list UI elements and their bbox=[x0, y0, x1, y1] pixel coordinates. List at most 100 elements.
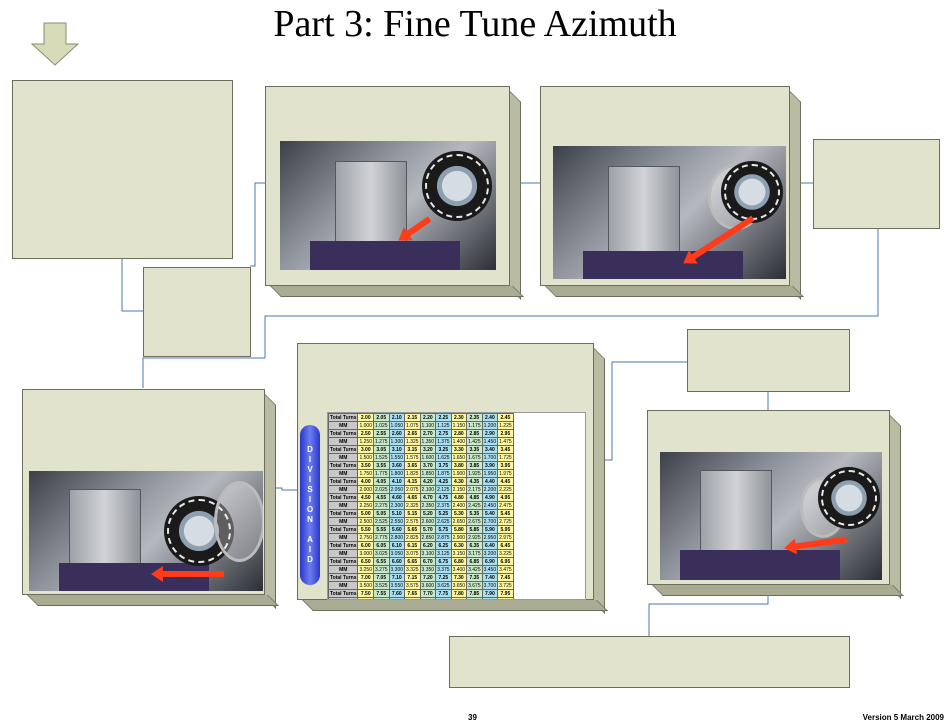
table-cell: 3.15 bbox=[404, 445, 421, 454]
row-label: MM bbox=[328, 453, 359, 462]
table-cell: 6.10 bbox=[388, 541, 406, 550]
table-cell: 6.80 bbox=[450, 557, 468, 566]
division-aid-letter: I bbox=[308, 475, 312, 484]
table-cell: 5.55 bbox=[373, 525, 390, 534]
table-cell: 7.40 bbox=[481, 573, 499, 582]
table-cell: 3.900 bbox=[450, 597, 468, 599]
table-cell: 2.15 bbox=[404, 413, 421, 422]
table-cell: 2.675 bbox=[466, 517, 483, 526]
table-cell: 1.525 bbox=[373, 453, 390, 462]
table-cell: 7.35 bbox=[466, 573, 483, 582]
table-cell: 7.30 bbox=[450, 573, 468, 582]
table-cell: 1.950 bbox=[481, 469, 499, 478]
table-cell: 6.75 bbox=[435, 557, 452, 566]
table-cell: 1.475 bbox=[497, 437, 514, 446]
table-cell: 4.70 bbox=[419, 493, 437, 502]
table-cell: 4.20 bbox=[419, 477, 437, 486]
table-cell: 4.25 bbox=[435, 477, 452, 486]
table-cell: 6.50 bbox=[357, 557, 374, 566]
row-label: Total Turns bbox=[328, 429, 359, 438]
table-cell: 2.450 bbox=[481, 501, 499, 510]
table-cell: 6.30 bbox=[450, 541, 468, 550]
row-label: MM bbox=[328, 485, 359, 494]
table-cell: 1.925 bbox=[466, 469, 483, 478]
row-label: MM bbox=[328, 533, 359, 542]
table-cell: 5.25 bbox=[435, 509, 452, 518]
table-cell: 1.050 bbox=[388, 421, 406, 430]
table-cell: 4.50 bbox=[357, 493, 374, 502]
table-cell: 2.00 bbox=[357, 413, 374, 422]
table-cell: 1.575 bbox=[404, 453, 421, 462]
text-box-bottom bbox=[449, 636, 850, 688]
table-cell: 3.100 bbox=[419, 549, 437, 558]
table-cell: 2.700 bbox=[481, 517, 499, 526]
table-cell: 1.900 bbox=[450, 469, 468, 478]
table-cell: 2.45 bbox=[497, 413, 514, 422]
table-cell: 3.90 bbox=[481, 461, 499, 470]
table-cell: 4.85 bbox=[466, 493, 483, 502]
table-cell: 1.175 bbox=[466, 421, 483, 430]
table-cell: 2.90 bbox=[481, 429, 499, 438]
table-cell: 3.400 bbox=[450, 565, 468, 574]
table-cell: 5.35 bbox=[466, 509, 483, 518]
table-cell: 6.60 bbox=[388, 557, 406, 566]
table-cell: 3.300 bbox=[388, 565, 406, 574]
table-cell: 1.825 bbox=[404, 469, 421, 478]
table-cell: 2.075 bbox=[404, 485, 421, 494]
table-cell: 3.650 bbox=[450, 581, 468, 590]
table-cell: 3.975 bbox=[497, 597, 514, 599]
table-cell: 2.100 bbox=[419, 485, 437, 494]
table-cell: 1.775 bbox=[373, 469, 390, 478]
table-cell: 2.300 bbox=[388, 501, 406, 510]
step-photo-5 bbox=[660, 452, 882, 580]
table-cell: 3.275 bbox=[373, 565, 390, 574]
table-cell: 7.75 bbox=[435, 589, 452, 598]
table-cell: 2.475 bbox=[497, 501, 514, 510]
table-cell: 2.875 bbox=[435, 533, 452, 542]
table-cell: 7.80 bbox=[450, 589, 468, 598]
table-cell: 1.325 bbox=[404, 437, 421, 446]
table-cell: 3.30 bbox=[450, 445, 468, 454]
table-cell: 3.775 bbox=[373, 597, 390, 599]
table-cell: 3.65 bbox=[404, 461, 421, 470]
dial-icon bbox=[721, 161, 783, 223]
table-cell: 3.25 bbox=[435, 445, 452, 454]
row-label: Total Turns bbox=[328, 413, 359, 422]
table-cell: 2.75 bbox=[435, 429, 452, 438]
table-cell: 3.750 bbox=[357, 597, 374, 599]
table-cell: 5.05 bbox=[373, 509, 390, 518]
table-cell: 1.800 bbox=[388, 469, 406, 478]
table-cell: 3.10 bbox=[388, 445, 406, 454]
table-cell: 6.05 bbox=[373, 541, 390, 550]
table-cell: 2.200 bbox=[481, 485, 499, 494]
table-cell: 5.45 bbox=[497, 509, 514, 518]
table-cell: 7.85 bbox=[466, 589, 483, 598]
row-label: MM bbox=[328, 517, 359, 526]
table-cell: 3.075 bbox=[404, 549, 421, 558]
table-cell: 1.675 bbox=[466, 453, 483, 462]
table-cell: 3.925 bbox=[466, 597, 483, 599]
table-cell: 3.700 bbox=[481, 581, 499, 590]
table-cell: 2.35 bbox=[466, 413, 483, 422]
table-cell: 3.025 bbox=[373, 549, 390, 558]
table-cell: 4.05 bbox=[373, 477, 390, 486]
table-cell: 6.70 bbox=[419, 557, 437, 566]
down-arrow-icon bbox=[30, 22, 80, 66]
division-aid-letter: S bbox=[307, 485, 313, 494]
table-cell: 5.50 bbox=[357, 525, 374, 534]
table-cell: 1.150 bbox=[450, 421, 468, 430]
table-cell: 6.00 bbox=[357, 541, 374, 550]
table-cell: 3.175 bbox=[466, 549, 483, 558]
text-box-top-left bbox=[12, 80, 233, 259]
